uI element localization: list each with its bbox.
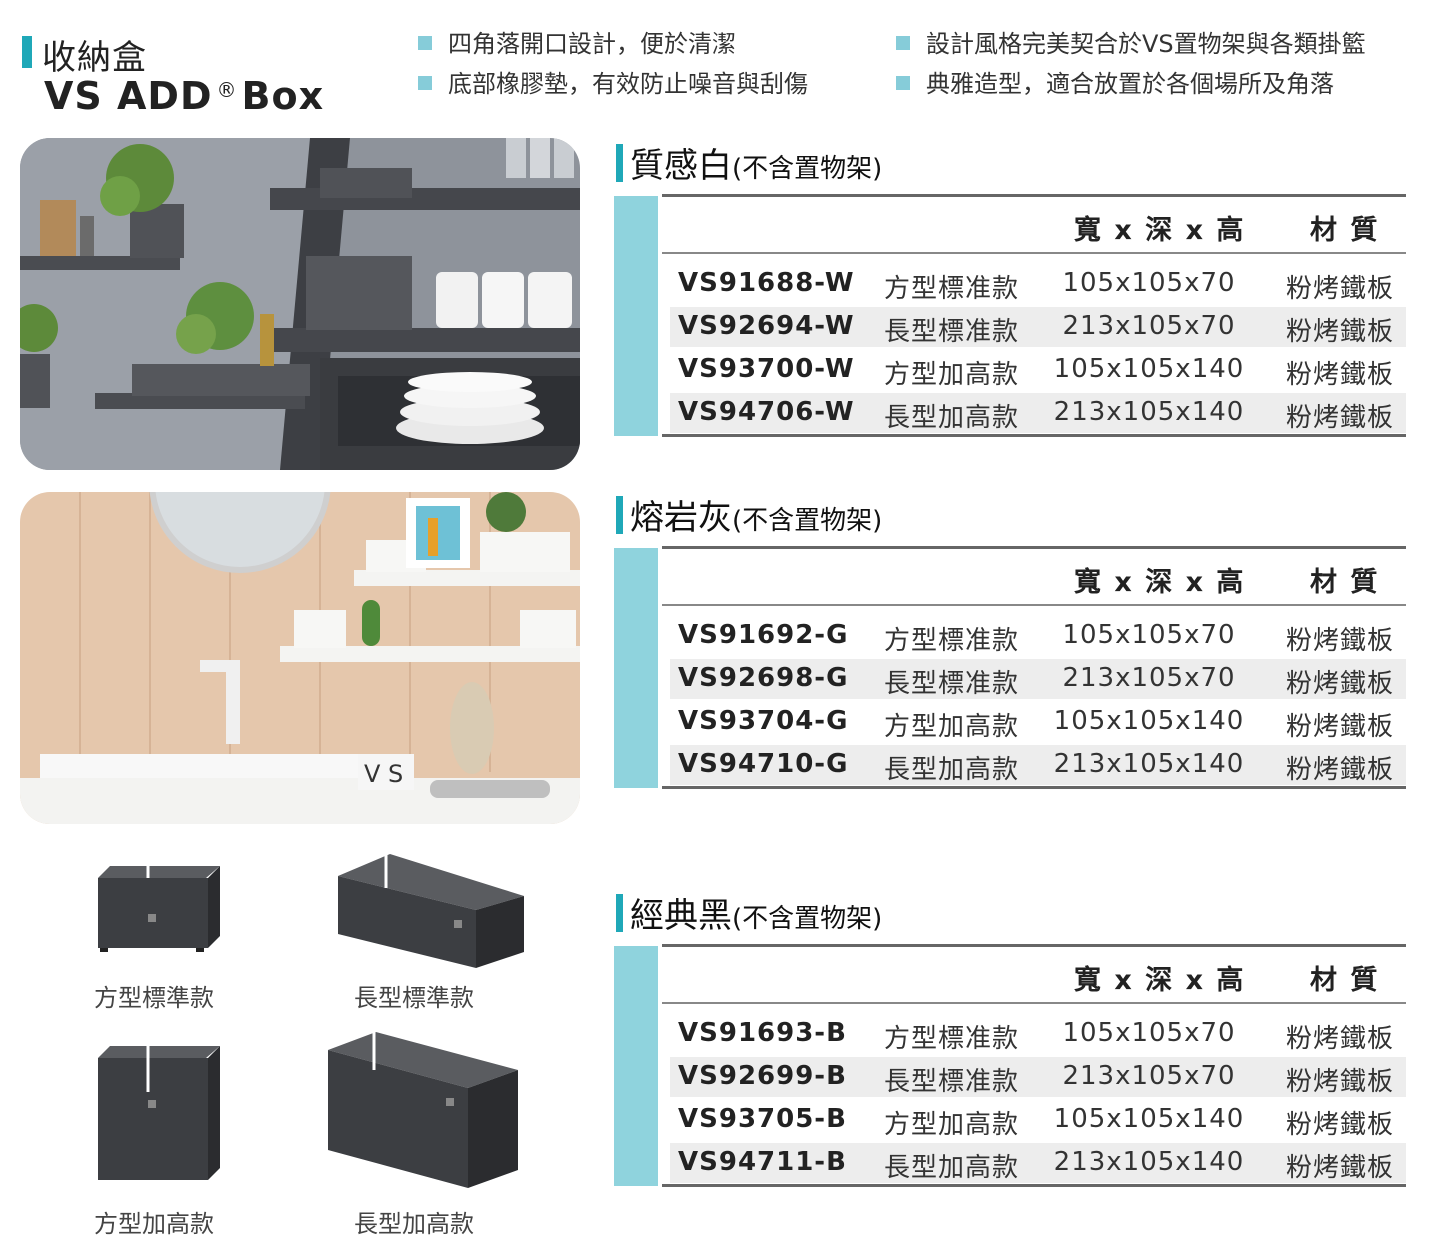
header-material: 材 質 (1310, 965, 1380, 996)
table-row: VS94710-G 長型加高款 213x105x140 粉烤鐵板 (670, 745, 1406, 785)
registered-mark: ® (216, 78, 238, 102)
section-title: 熔岩灰(不含置物架) (630, 498, 883, 538)
feature-text: 底部橡膠墊，有效防止噪音與刮傷 (448, 70, 808, 98)
feature-item: 底部橡膠墊，有效防止噪音與刮傷 (418, 64, 808, 99)
table-bottom-rule (662, 786, 1406, 789)
section-side-bar (614, 548, 658, 788)
table-row: VS91688-W 方型標准款 105x105x70 粉烤鐵板 (678, 268, 1395, 304)
header-size: 寬 x 深 x 高 (1074, 567, 1246, 598)
table-bottom-rule (662, 1184, 1406, 1187)
photo-vs-letters: V S (364, 760, 403, 788)
feature-text: 四角落開口設計，便於清潔 (448, 30, 736, 58)
table-row: VS94711-B 長型加高款 213x105x140 粉烤鐵板 (670, 1143, 1406, 1183)
feature-text: 設計風格完美契合於VS置物架與各類掛籃 (926, 30, 1366, 58)
table-header-rule (662, 252, 1406, 254)
section-accent-bar (616, 144, 623, 182)
bullet-square-icon (896, 76, 910, 90)
square-standard-box-image (96, 864, 222, 958)
feature-item: 四角落開口設計，便於清潔 (418, 24, 736, 59)
box-label: 方型加高款 (94, 1210, 214, 1238)
table-row: VS93700-W 方型加高款 105x105x140 粉烤鐵板 (678, 354, 1395, 390)
table-top-rule (662, 546, 1406, 549)
box-label: 方型標準款 (94, 984, 214, 1012)
table-row: VS93705-B 方型加高款 105x105x140 粉烤鐵板 (678, 1104, 1395, 1140)
table-row: VS91693-B 方型標准款 105x105x70 粉烤鐵板 (678, 1018, 1395, 1054)
table-row: VS91692-G 方型標准款 105x105x70 粉烤鐵板 (678, 620, 1395, 656)
table-row: VS92694-W 長型標准款 213x105x70 粉烤鐵板 (670, 307, 1406, 347)
table-row: VS92698-G 長型標准款 213x105x70 粉烤鐵板 (670, 659, 1406, 699)
section-accent-bar (616, 496, 623, 534)
bullet-square-icon (418, 76, 432, 90)
section-side-bar (614, 946, 658, 1186)
square-tall-box-image (96, 1044, 222, 1186)
table-bottom-rule (662, 434, 1406, 437)
title-accent-bar (22, 36, 32, 68)
page-title-zh: 收納盒 (42, 38, 147, 78)
table-row: VS92699-B 長型標准款 213x105x70 粉烤鐵板 (670, 1057, 1406, 1097)
table-row: VS93704-G 方型加高款 105x105x140 粉烤鐵板 (678, 706, 1395, 742)
title-en-part1: VS ADD (44, 74, 213, 118)
bathroom-shelf-photo: V S (20, 492, 580, 824)
feature-text: 典雅造型，適合放置於各個場所及角落 (926, 70, 1334, 98)
bullet-square-icon (418, 36, 432, 50)
section-accent-bar (616, 894, 623, 932)
kitchen-shelf-photo (20, 138, 580, 470)
header-size: 寬 x 深 x 高 (1074, 965, 1246, 996)
long-tall-box-image (326, 1030, 522, 1194)
feature-item: 典雅造型，適合放置於各個場所及角落 (896, 64, 1334, 99)
section-title: 經典黑(不含置物架) (630, 896, 883, 936)
header-material: 材 質 (1310, 567, 1380, 598)
table-row: VS94706-W 長型加高款 213x105x140 粉烤鐵板 (670, 393, 1406, 433)
table-header-rule (662, 1002, 1406, 1004)
box-label: 長型標準款 (354, 984, 474, 1012)
header-size: 寬 x 深 x 高 (1074, 215, 1246, 246)
table-header-rule (662, 604, 1406, 606)
title-en-part2: Box (241, 74, 325, 118)
page-title-en: VS ADD®Box (44, 74, 324, 118)
box-label: 長型加高款 (354, 1210, 474, 1238)
table-top-rule (662, 194, 1406, 197)
header-material: 材 質 (1310, 215, 1380, 246)
section-side-bar (614, 196, 658, 436)
long-standard-box-image (336, 852, 526, 976)
table-top-rule (662, 944, 1406, 947)
bullet-square-icon (896, 36, 910, 50)
section-title: 質感白(不含置物架) (630, 146, 883, 186)
feature-item: 設計風格完美契合於VS置物架與各類掛籃 (896, 24, 1366, 59)
